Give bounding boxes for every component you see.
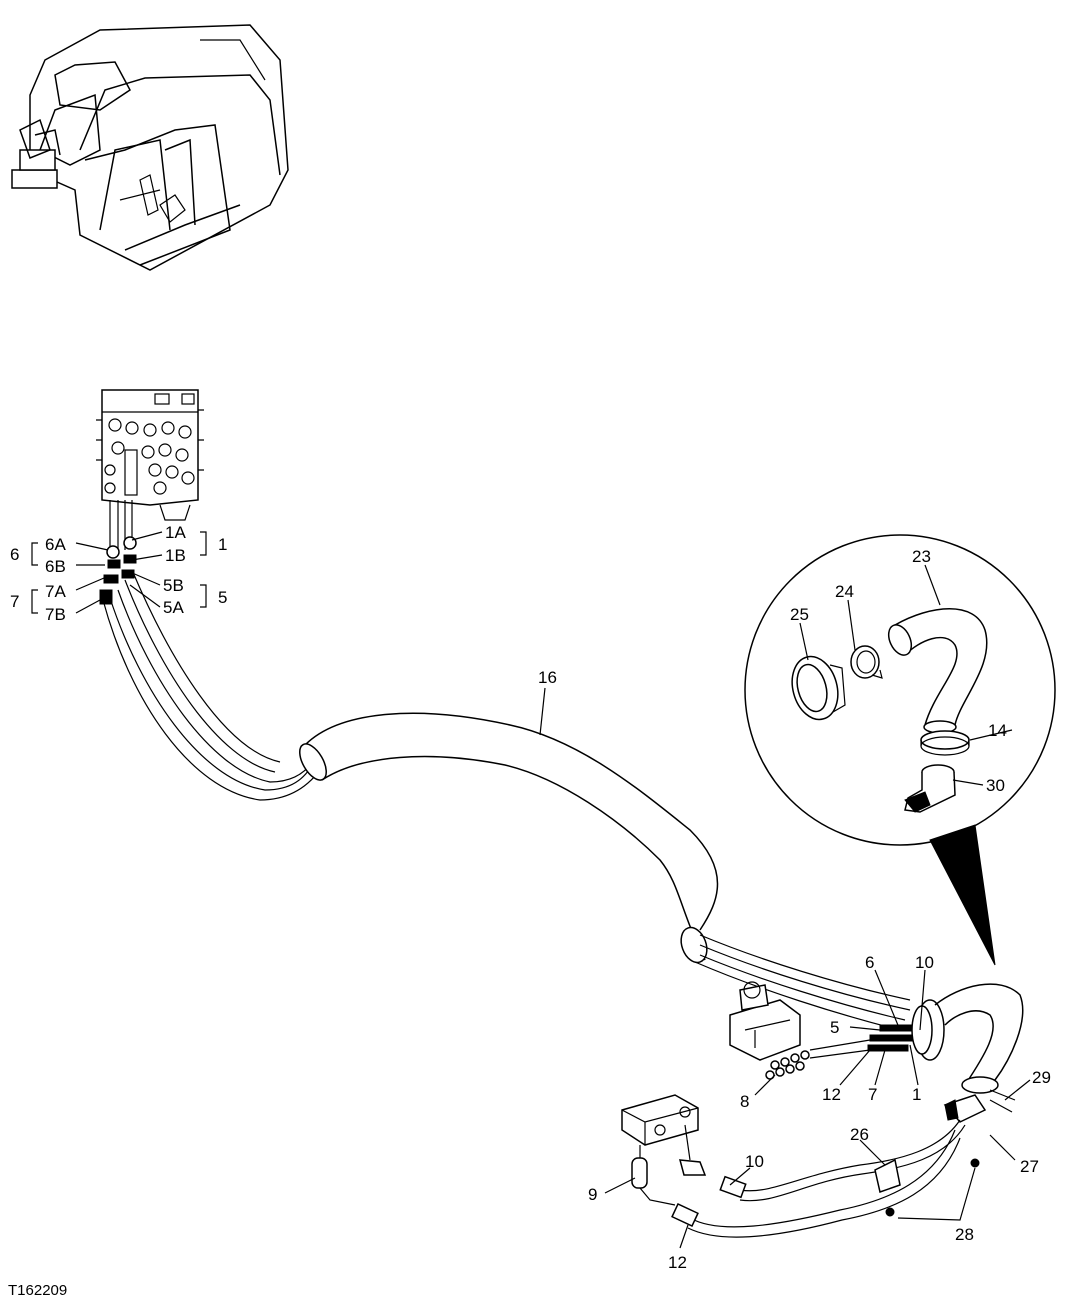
- callout-24: 24: [835, 582, 854, 601]
- clamp-14: [920, 730, 970, 756]
- callout-8: 8: [740, 1092, 749, 1111]
- valve-hose-leads: [99, 500, 137, 605]
- pilot-valve: [729, 981, 871, 1080]
- callout-14: 14: [988, 721, 1007, 740]
- callout-7: 7: [10, 592, 19, 611]
- callout-1a: 1A: [165, 523, 186, 542]
- callout-1-lower: 1: [912, 1085, 921, 1104]
- detail-view: [744, 534, 1056, 966]
- callout-16: 16: [538, 668, 557, 687]
- callout-9: 9: [588, 1185, 597, 1204]
- callout-7a: 7A: [45, 582, 66, 601]
- callout-27: 27: [1020, 1157, 1039, 1176]
- elbow-duct-23: [887, 608, 988, 734]
- outlet-30: [904, 764, 956, 813]
- air-duct-assembly: [934, 983, 1024, 1123]
- solenoid-valve: [621, 1094, 707, 1206]
- bulkhead-fittings: [867, 999, 945, 1061]
- callout-7-lower: 7: [868, 1085, 877, 1104]
- callout-10-lower: 10: [745, 1152, 764, 1171]
- callout-26: 26: [850, 1125, 869, 1144]
- callout-28: 28: [955, 1225, 974, 1244]
- callout-6-lower: 6: [865, 953, 874, 972]
- callout-23: 23: [912, 547, 931, 566]
- callout-5b: 5B: [163, 576, 184, 595]
- callout-labels: 6 6A 6B 7 7A 7B 1A 1B 1 5B 5A 5 16 23 24…: [10, 523, 1051, 1272]
- callout-6a: 6A: [45, 535, 66, 554]
- callout-1b: 1B: [165, 546, 186, 565]
- callout-5a: 5A: [163, 598, 184, 617]
- leader-lines: [31, 531, 1031, 1249]
- fitting-8-group: [765, 1050, 810, 1080]
- callout-30: 30: [986, 776, 1005, 795]
- clamp-24: [850, 645, 883, 679]
- cab-thumbnail: [11, 24, 289, 271]
- callout-7b: 7B: [45, 605, 66, 624]
- callout-5-lower: 5: [830, 1018, 839, 1037]
- callout-12-lower: 12: [822, 1085, 841, 1104]
- fasteners: [885, 1158, 980, 1217]
- callout-6: 6: [10, 545, 19, 564]
- hose-bundle: [102, 569, 321, 801]
- callout-29: 29: [1032, 1068, 1051, 1087]
- figure-id: T162209: [8, 1282, 67, 1299]
- callout-10-upper: 10: [915, 953, 934, 972]
- callout-12-bottom: 12: [668, 1253, 687, 1272]
- lower-hose-lines: [671, 1119, 966, 1238]
- control-valve: [96, 389, 204, 521]
- lower-hose-run: [694, 934, 911, 1031]
- protective-sleeve: [299, 712, 719, 964]
- gasket-25: [791, 655, 846, 721]
- callout-6b: 6B: [45, 557, 66, 576]
- callout-1: 1: [218, 535, 227, 554]
- callout-25: 25: [790, 605, 809, 624]
- callout-5: 5: [218, 588, 227, 607]
